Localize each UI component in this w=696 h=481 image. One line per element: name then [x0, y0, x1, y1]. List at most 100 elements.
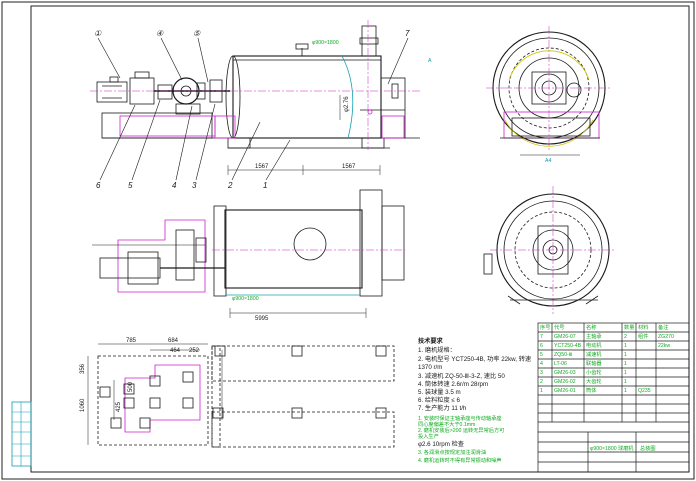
callout-2-bottom: 2 — [227, 181, 233, 190]
front-base-magenta — [119, 115, 216, 137]
notes-line-4: 3. 减速机 ZQ-50-Ⅲ-3-Z, 速比 50 — [418, 372, 505, 380]
coupling — [157, 84, 173, 100]
dim-found-h4: 425 — [116, 401, 122, 412]
callout-4-bottom: 4 — [172, 181, 177, 190]
parts-cell: 4 — [540, 361, 543, 367]
marker-a: A — [428, 58, 432, 64]
parts-cell: 1 — [624, 388, 627, 394]
front-elevation-view — [90, 20, 420, 181]
dim-side-a4: A4 — [545, 158, 551, 164]
callout-6-bottom: 6 — [96, 181, 101, 190]
callout-1-bottom: 1 — [263, 181, 267, 190]
foundation-plan — [87, 343, 395, 448]
notes-line-2: 2. 电机型号 YCT250-4B, 功率 22kw, 转速 — [418, 355, 531, 363]
parts-cell: 3 — [540, 370, 543, 376]
dim-front-left: 1567 — [255, 164, 269, 170]
front-base-frame — [101, 112, 213, 139]
parts-cell: ZG270 — [658, 334, 674, 340]
parts-cell: 1 — [624, 361, 627, 367]
parts-cell: 电动机 — [586, 341, 602, 349]
notes-green-5: φ2.6 10rpm 检查 — [418, 440, 464, 448]
side-view-upper — [486, 26, 612, 156]
parts-header-cell: 名称 — [586, 323, 596, 331]
parts-cell: 1 — [540, 388, 543, 394]
notes-green-1: 1. 安装时保证主轴承座与传动轴承座 — [418, 414, 502, 422]
parts-cell: 1 — [624, 379, 627, 385]
parts-cell: 1 — [624, 370, 627, 376]
parts-cell: GM26-02 — [554, 379, 576, 385]
plate-label-front: φ900×1800 — [312, 40, 339, 46]
parts-list: 序号代号 名称 数量材料 备注 7 GM26-07 主轴承 2 组件 ZG270 6 YCT250-4… — [540, 323, 674, 394]
notes-line-8: 7. 生产能力 11 t/h — [418, 404, 467, 412]
dim-height-mark: φ2.76 — [344, 96, 350, 112]
parts-cell: 6 — [540, 343, 543, 349]
notes-green-6: 3. 各润滑点按规定加注润滑油 — [418, 448, 486, 456]
notes-green-3: 2. 磨机安装后>200 运转无异常后方可 — [418, 426, 504, 434]
parts-cell: Q235 — [638, 388, 651, 394]
plate-label-plan: φ900×1800 — [232, 296, 259, 302]
parts-cell: GM26-01 — [554, 388, 576, 394]
discharge-trunnion — [361, 25, 377, 57]
parts-cell: 大齿轮 — [586, 377, 602, 385]
parts-cell: ZQ50-Ⅲ — [554, 352, 572, 358]
side-view-lower — [483, 186, 616, 314]
parts-cell: LT-06 — [554, 361, 567, 367]
notes-line-5: 4. 筒体转速 2.6r/m 28rpm — [418, 380, 488, 388]
parts-cell: 联轴器 — [586, 359, 602, 367]
dim-found-h2: 1060 — [80, 398, 86, 412]
dim-found-w3: 464 — [170, 348, 181, 354]
dim-found-h3: 500 — [128, 381, 134, 392]
callout-5-bottom: 5 — [128, 181, 133, 190]
callout-4-top: ④ — [156, 29, 164, 38]
callout-7-top: 7 — [405, 29, 410, 38]
notes-line-3: 1370 r/m — [418, 364, 442, 371]
parts-cell: GM26-03 — [554, 370, 576, 376]
inner-frame — [30, 5, 690, 473]
dim-found-w2: 684 — [168, 338, 179, 344]
parts-cell: 2 — [540, 379, 543, 385]
notes-green-2: 同心度偏差不大于0.1mm — [418, 420, 475, 428]
parts-cell: 减速机 — [586, 350, 602, 358]
plan-mill-body — [224, 209, 363, 289]
motor-body — [96, 81, 128, 103]
mill-drum — [232, 55, 382, 139]
title-block-name: φ900×1800 球磨机 — [590, 444, 634, 452]
callout-5-top: ⑤ — [193, 29, 201, 38]
parts-cell: 小齿轮 — [586, 368, 602, 376]
parts-cell: 1 — [624, 343, 627, 349]
parts-cell: 组件 — [638, 332, 648, 340]
dim-found-h1: 356 — [80, 363, 86, 374]
notes-heading: 技术要求 — [418, 337, 444, 345]
binding-strip — [11, 401, 32, 467]
notes-line-6: 5. 装球量 3.5 m — [418, 388, 461, 396]
notes-line-1: 1. 磨机规格： — [418, 346, 456, 354]
parts-cell: 7 — [540, 334, 543, 340]
parts-header-cell: 代号 — [554, 323, 564, 331]
notes-green-4: 投入生产 — [418, 432, 439, 440]
parts-header-cell: 数量 — [624, 323, 634, 331]
notes-line-7: 6. 给料粒度 ≤ 6 — [418, 396, 460, 404]
notes-green-7: 4. 磨机运转时不得有异常振动和噪声 — [418, 456, 502, 464]
parts-cell: 5 — [540, 352, 543, 358]
dim-found-w1: 785 — [126, 338, 137, 344]
parts-header-cell: 备注 — [658, 323, 668, 331]
parts-cell: GM26-07 — [554, 334, 576, 340]
parts-cell: YCT250-4B — [554, 343, 582, 349]
parts-cell: 主轴承 — [586, 332, 602, 340]
title-block-footer: 总装图 — [640, 444, 656, 452]
parts-cell: 22kw — [658, 343, 670, 349]
title-block — [537, 322, 690, 473]
dim-found-w4: 252 — [189, 348, 200, 354]
parts-cell: 2 — [624, 334, 627, 340]
callout-1-top: ① — [94, 29, 102, 38]
dim-front-right: 1567 — [342, 164, 356, 170]
dim-plan-length: 5995 — [255, 316, 269, 322]
parts-cell: 筒体 — [586, 386, 597, 394]
parts-header-cell: 材料 — [638, 323, 648, 331]
callout-3-bottom: 3 — [192, 181, 197, 190]
parts-cell: 1 — [624, 352, 627, 358]
plan-view — [92, 189, 405, 318]
parts-header-cell: 序号 — [540, 323, 550, 331]
